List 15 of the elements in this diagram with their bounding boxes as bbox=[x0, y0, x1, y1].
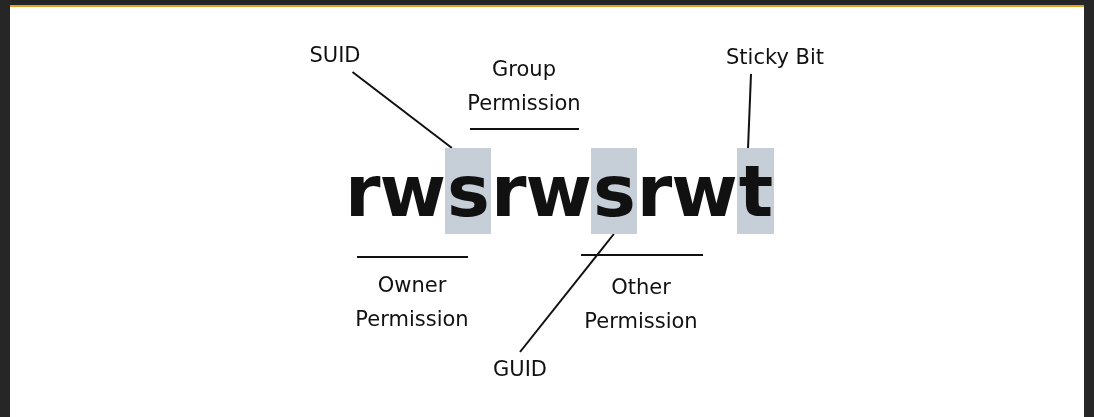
permission-label: Other Permission bbox=[583, 274, 699, 335]
callout-label: SUID bbox=[300, 38, 370, 72]
leader-line bbox=[747, 73, 752, 149]
permission-letters: rw bbox=[636, 148, 737, 234]
callout-label: GUID bbox=[480, 352, 560, 386]
highlighted-letter: s bbox=[590, 148, 637, 234]
callout-label: Sticky Bit bbox=[715, 40, 835, 74]
permission-label: Group Permission bbox=[466, 56, 582, 117]
highlighted-letter: s bbox=[445, 148, 491, 234]
leader-line bbox=[351, 71, 453, 149]
permission-letters: rw bbox=[345, 148, 446, 234]
permission-label: Owner Permission bbox=[354, 272, 470, 333]
leader-line bbox=[519, 233, 615, 353]
highlighted-letter: t bbox=[736, 148, 775, 234]
permission-letters: rw bbox=[490, 148, 591, 234]
